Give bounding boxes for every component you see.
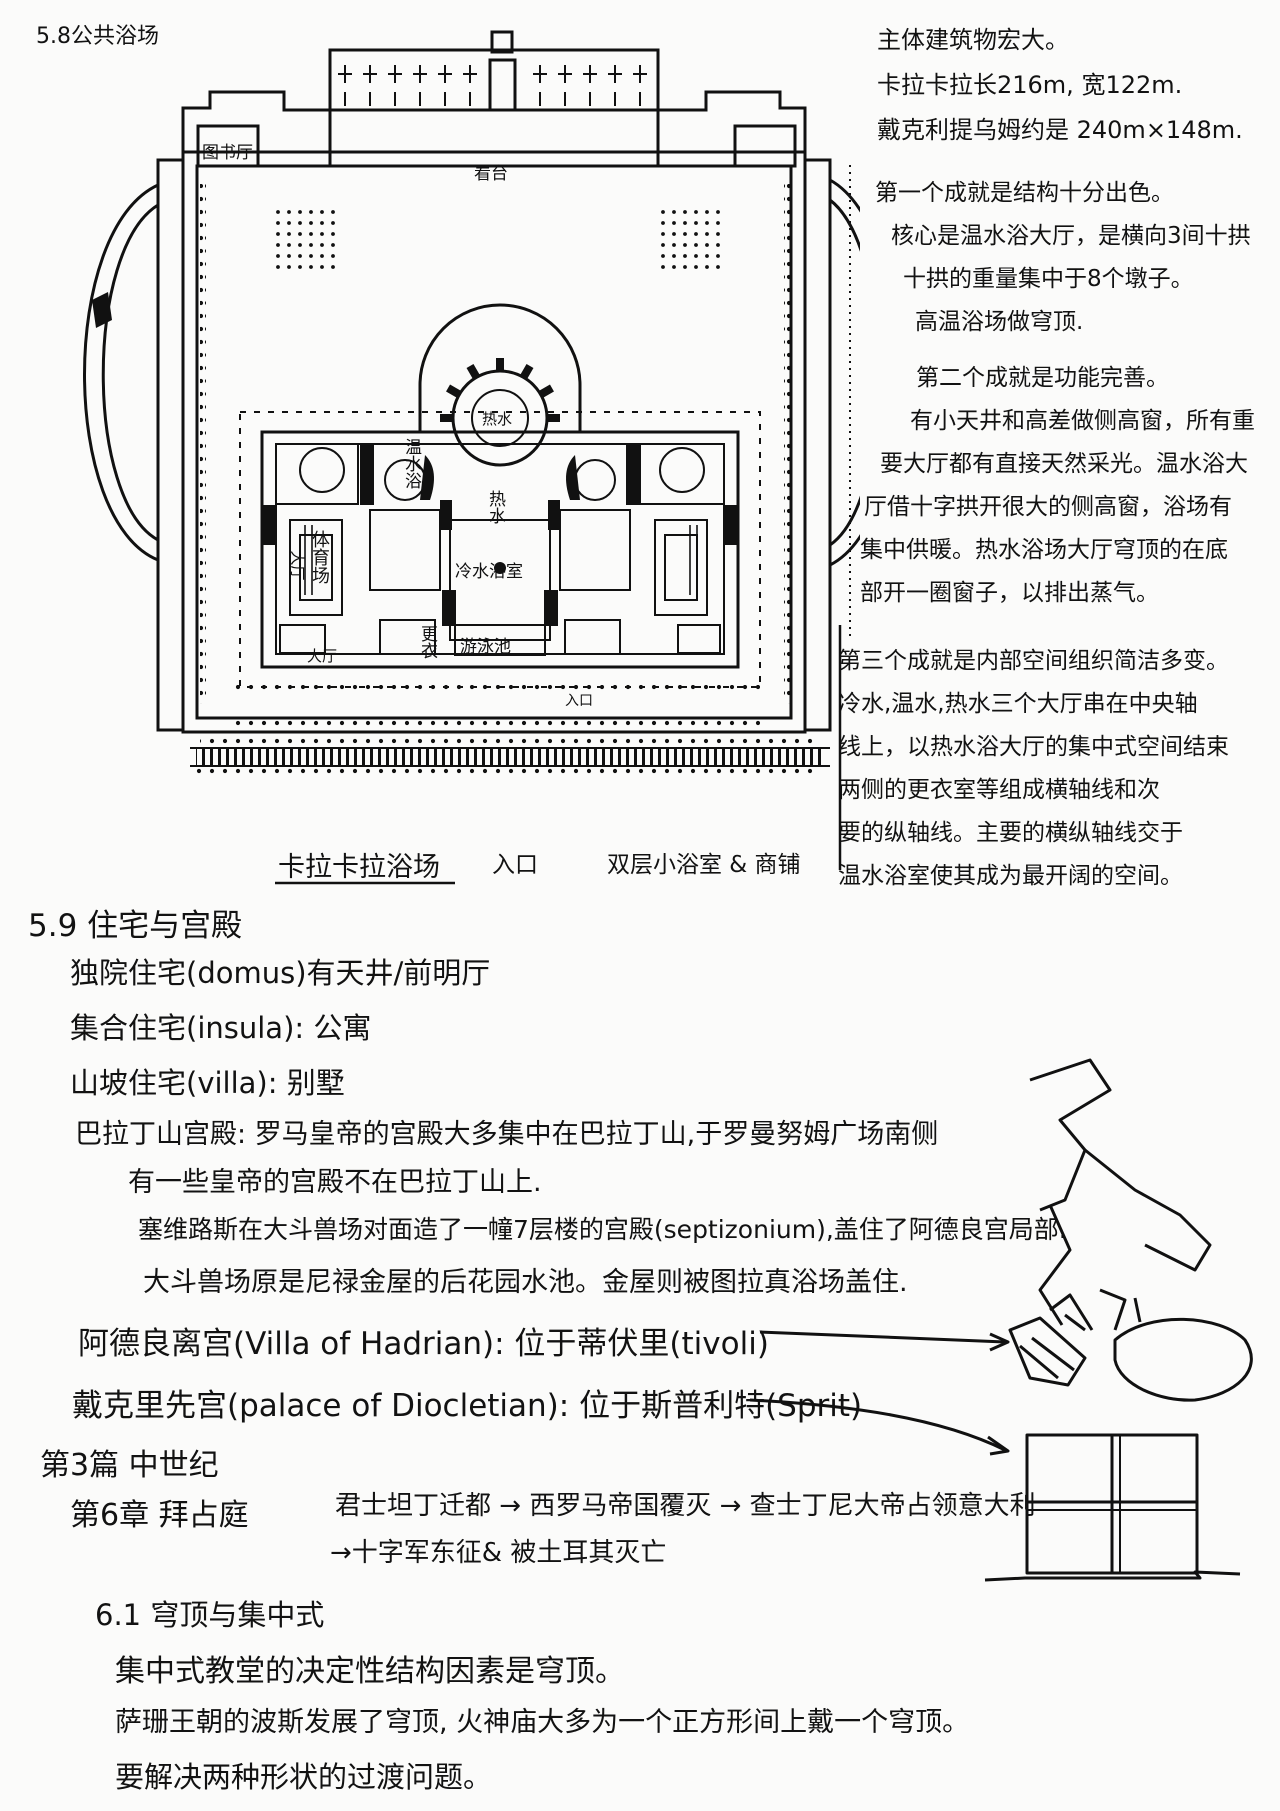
section-59-item: 独院住宅(domus)有天井/前明厅: [70, 956, 491, 990]
section-59-item: 塞维路斯在大斗兽场对面造了一幢7层楼的宫殿(septizonium),盖住了阿德…: [138, 1215, 1067, 1244]
chapter6-title: 第6章 拜占庭: [70, 1498, 249, 1533]
gym-label: 体育场: [309, 530, 330, 584]
note-line: 主体建筑物宏大。: [877, 26, 1069, 54]
section-61-line: 要解决两种形状的过渡问题。: [115, 1760, 493, 1794]
section-61-line: 集中式教堂的决定性结构因素是穹顶。: [115, 1654, 625, 1689]
section-59-item: 巴拉丁山宫殿: 罗马皇帝的宫殿大多集中在巴拉丁山,于罗曼努姆广场南侧: [75, 1119, 939, 1150]
note-line: 部开一圈窗子，以排出蒸气。: [860, 580, 1159, 606]
plan-caption-entrance: 入口: [492, 852, 538, 878]
notes-block-4: 第三个成就是内部空间组织简洁多变。 冷水,温水,热水三个大厅串在中央轴 线上，以…: [838, 640, 1229, 898]
note-line: 十拱的重量集中于8个墩子。: [903, 266, 1194, 292]
section-59-item: 戴克里先宫(palace of Diocletian): 位于斯普利特(Spri…: [72, 1388, 863, 1424]
section-59-item: 有一些皇帝的宫殿不在巴拉丁山上.: [128, 1167, 542, 1198]
note-line: 线上，以热水浴大厅的集中式空间结束: [838, 734, 1229, 760]
plan-caption-note: 双层小浴室 & 商铺: [607, 852, 801, 878]
note-line: 第三个成就是内部空间组织简洁多变。: [838, 648, 1229, 674]
notes-margin-line: [838, 165, 851, 870]
baths-floor-plan: [83, 30, 860, 885]
note-line: 核心是温水浴大厅，是横向3间十拱: [891, 223, 1251, 249]
note-line: 要的纵轴线。主要的横纵轴线交于: [838, 820, 1183, 846]
section-59-item: 集合住宅(insula): 公寓: [70, 1011, 372, 1045]
warm-hall-label: 温水浴: [401, 438, 421, 489]
stand-label: 看台: [474, 164, 508, 184]
section-59-item: 大斗兽场原是尼禄金屋的后花园水池。金屋则被图拉真浴场盖住.: [143, 1267, 908, 1298]
note-line: 高温浴场做穹顶.: [915, 309, 1084, 335]
plan-caption: 卡拉卡拉浴场: [278, 852, 440, 883]
note-line: 要大厅都有直接天然采光。温水浴大: [880, 451, 1248, 477]
part3-title: 第3篇 中世纪: [40, 1448, 219, 1483]
note-line: 卡拉卡拉长216m, 宽122m.: [877, 71, 1183, 99]
timeline-line-1: 君士坦丁迁都 → 西罗马帝国覆灭 → 查士丁尼大帝占领意大利: [335, 1491, 1036, 1521]
note-line: 第一个成就是结构十分出色。: [875, 180, 1174, 206]
pool-label: 游泳池: [460, 637, 511, 657]
section-61-title: 6.1 穹顶与集中式: [95, 1598, 325, 1632]
note-line: 两侧的更衣室等组成横轴线和次: [838, 777, 1160, 803]
hot-room-label: 热水: [485, 490, 505, 524]
section-59-item: 阿德良离宫(Villa of Hadrian): 位于蒂伏里(tivoli): [78, 1326, 769, 1362]
note-line: 冷水,温水,热水三个大厅串在中央轴: [838, 691, 1198, 717]
notes-block-1: 主体建筑物宏大。 卡拉卡拉长216m, 宽122m. 戴克利提乌姆约是 240m…: [877, 18, 1257, 153]
note-line: 第二个成就是功能完善。: [916, 365, 1169, 391]
note-line: 有小天井和高差做侧高窗，所有重: [910, 408, 1255, 434]
section-61-line: 萨珊王朝的波斯发展了穹顶, 火神庙大多为一个正方形间上戴一个穹顶。: [115, 1707, 970, 1738]
section-58-heading: 5.8公共浴场: [36, 24, 159, 49]
note-line: 厅借十字拱开很大的侧高窗，浴场有: [864, 494, 1232, 520]
notes-block-3: 第二个成就是功能完善。 有小天井和高差做侧高窗，所有重 要大厅都有直接天然采光。…: [860, 357, 1255, 615]
notes-block-2: 第一个成就是结构十分出色。 核心是温水浴大厅，是横向3间十拱 十拱的重量集中于8…: [875, 172, 1251, 344]
hot-hall-label: 热水: [482, 410, 513, 428]
entrance-mark-label: 入口: [565, 693, 593, 709]
note-line: 集中供暖。热水浴场大厅穹顶的在底: [860, 537, 1228, 563]
library-label: 图书厅: [202, 143, 253, 163]
note-line: 戴克利提乌姆约是 240m×148m.: [877, 116, 1243, 144]
section-59-title: 5.9 住宅与宫殿: [28, 908, 243, 944]
dressing-label: 更衣: [417, 625, 437, 659]
note-line: 温水浴室使其成为最开阔的空间。: [838, 863, 1183, 889]
timeline-line-2: →十字军东征& 被土耳其灭亡: [330, 1538, 667, 1568]
section-59-item: 山坡住宅(villa): 别墅: [70, 1066, 345, 1100]
cold-hall-label: 冷水浴室: [455, 562, 523, 582]
palace-sketches: [749, 1058, 1253, 1582]
small-hall-label: 大厅: [307, 647, 338, 665]
